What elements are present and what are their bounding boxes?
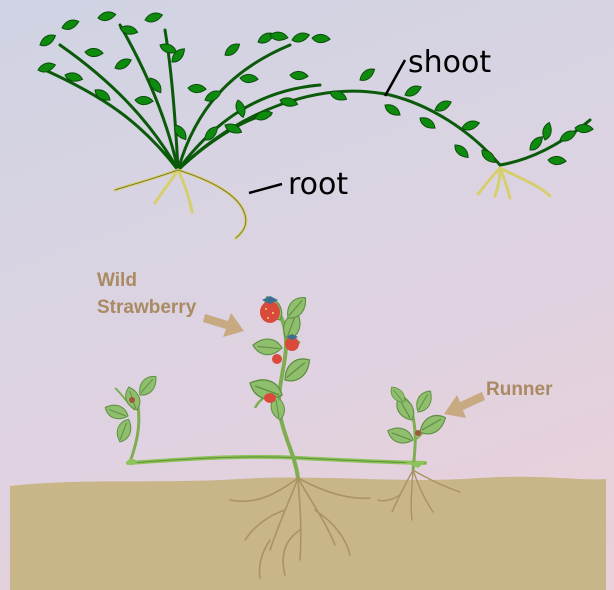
runner-label: Runner: [486, 379, 553, 400]
bottom-strawberry-diagram: Wild Strawberry Runner: [10, 270, 606, 590]
shoot-pointer: [385, 60, 405, 96]
runner-arrow: [444, 392, 485, 418]
strawberry-fruit: [272, 354, 282, 364]
main-plant-stems: [45, 25, 590, 170]
top-leaves: [37, 11, 594, 166]
wild-strawberry-label-line1: Wild: [97, 270, 137, 291]
parent-strawberry-plant: [247, 293, 315, 478]
runner-stolon: [128, 457, 425, 463]
root-pointer: [249, 184, 282, 193]
shoot-label: shoot: [408, 45, 491, 80]
strawberry-arrow: [203, 313, 244, 337]
top-runner-diagram: shoot root: [37, 11, 594, 238]
strawberry-fruit: [264, 393, 276, 403]
root-label: root: [288, 167, 348, 202]
strawberry-fruit: [260, 296, 280, 323]
left-young-plant: [103, 373, 162, 465]
wild-strawberry-label-line2: Strawberry: [97, 297, 197, 318]
daughter-plant: [385, 384, 449, 470]
strawberry-fruit: [285, 334, 299, 351]
